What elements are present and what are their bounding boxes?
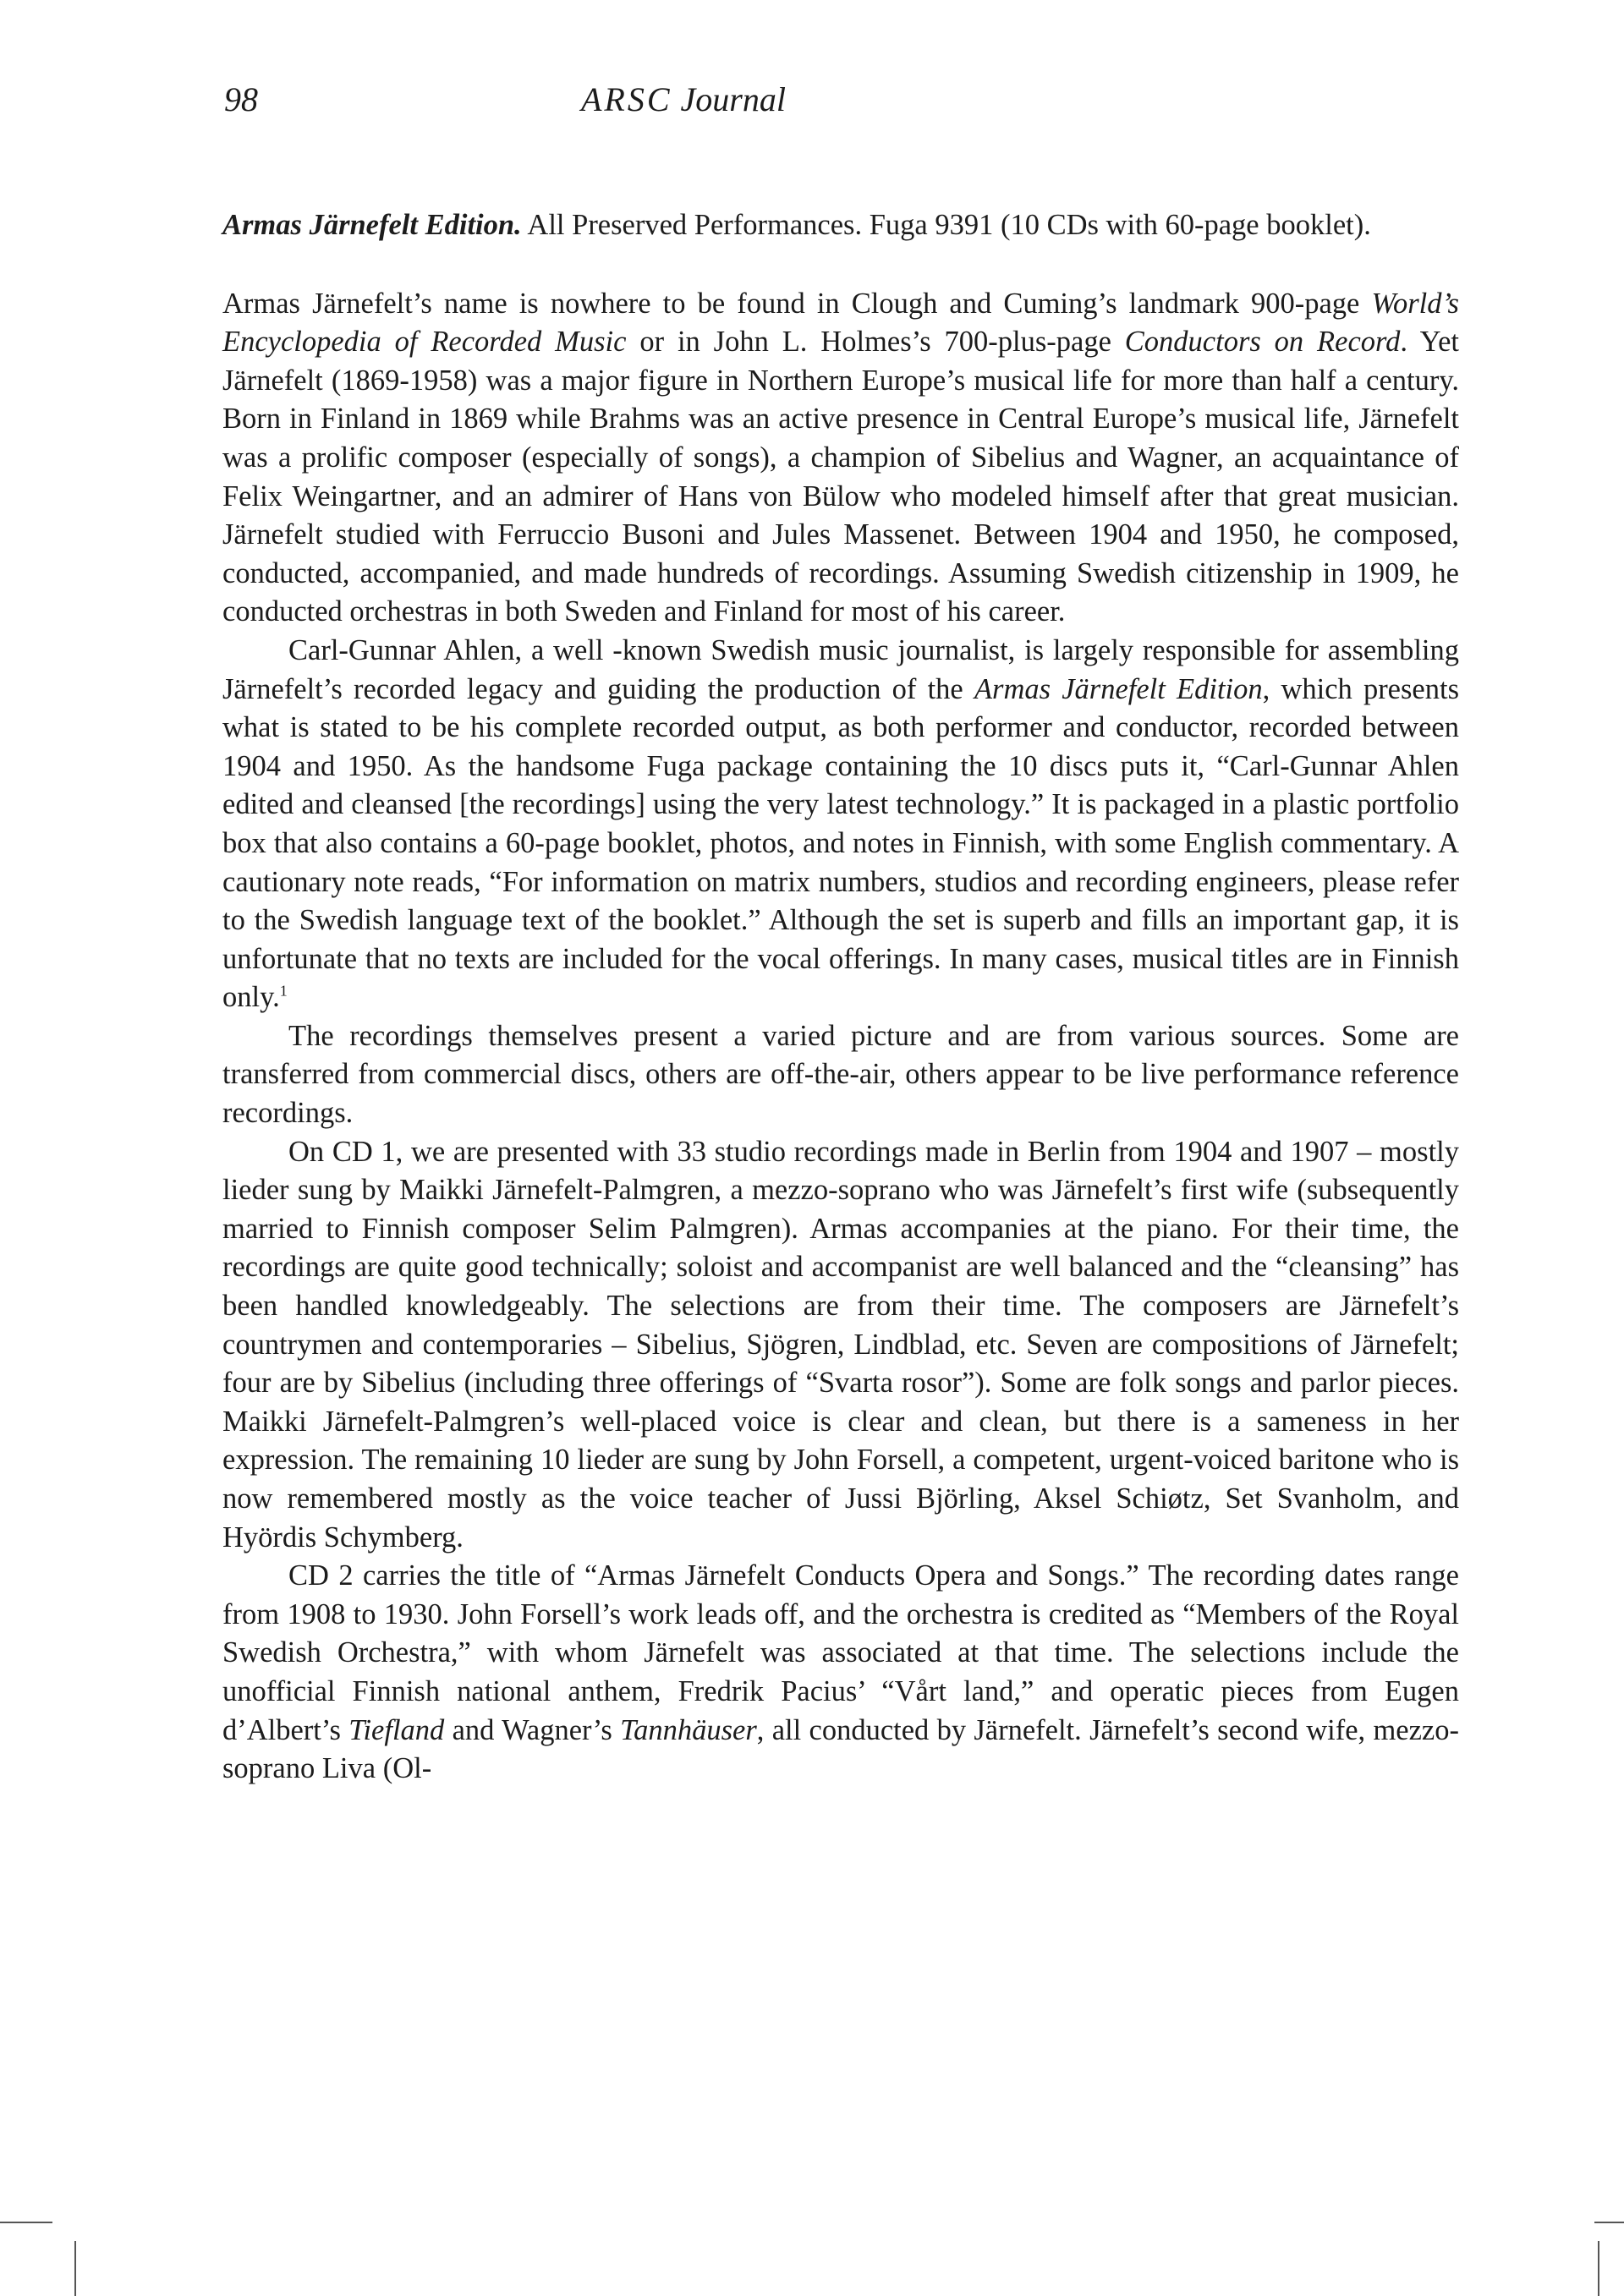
text-run: Carl-Gunnar Ahlen, a well -known Swedish… (222, 633, 1459, 705)
running-header: 98 ARSC Journal (224, 78, 1459, 129)
article-body: Armas Järnefelt Edition. All Preserved P… (222, 206, 1459, 1789)
crop-mark-right-vertical (1598, 2241, 1599, 2296)
crop-mark-left-vertical (74, 2241, 76, 2296)
italic-title: Tiefland (348, 1713, 445, 1746)
text-run: CD 2 carries the title of “Armas Järnefe… (222, 1559, 1459, 1746)
text-run: , all conducted by Järnefelt. Järnefelt’… (222, 1713, 1459, 1785)
body-paragraph: Armas Järnefelt’s name is nowhere to be … (222, 285, 1459, 632)
paragraphs: Armas Järnefelt’s name is nowhere to be … (222, 285, 1459, 1789)
footnote-reference[interactable]: 1 (279, 982, 288, 1000)
journal-abbreviation: ARSC (581, 80, 672, 118)
italic-title: World’s Encyclopedia of Recorded Music (222, 287, 1459, 359)
body-paragraph: On CD 1, we are presented with 33 studio… (222, 1133, 1459, 1558)
text-run: or in John L. Holmes’s 700-plus-page (626, 326, 1125, 359)
page-number: 98 (224, 80, 258, 118)
text-run: . Yet Järnefelt (1869-1958) was a major … (222, 326, 1459, 628)
italic-title: Con­ductors on Record (1124, 326, 1401, 359)
review-citation: Armas Järnefelt Edition. All Preserved P… (222, 206, 1459, 245)
running-head: ARSC Journal (581, 78, 786, 122)
text-run: The recordings themselves present a vari… (222, 1019, 1459, 1130)
italic-title: Armas Järnefelt Edition (974, 672, 1263, 705)
text-run: On CD 1, we are presented with 33 studio… (222, 1135, 1459, 1553)
text-run: and Wagner’s (444, 1713, 621, 1746)
body-paragraph: CD 2 carries the title of “Armas Järnefe… (222, 1557, 1459, 1789)
crop-mark-right-horizontal (1594, 2222, 1624, 2223)
body-paragraph: The recordings themselves present a vari… (222, 1017, 1459, 1133)
citation-details: All Preserved Performances. Fuga 9391 (1… (527, 209, 1371, 241)
text-run: Armas Järnefelt’s name is nowhere to be … (222, 287, 1372, 320)
text-run: , which presents what is stated to be hi… (222, 672, 1459, 1014)
crop-mark-left-horizontal (0, 2222, 52, 2223)
body-paragraph: Carl-Gunnar Ahlen, a well -known Swedish… (222, 632, 1459, 1017)
citation-title: Armas Järnefelt Edition. (222, 209, 522, 241)
journal-name: Journal (680, 80, 786, 118)
italic-title: Tannhäuser (620, 1713, 757, 1746)
